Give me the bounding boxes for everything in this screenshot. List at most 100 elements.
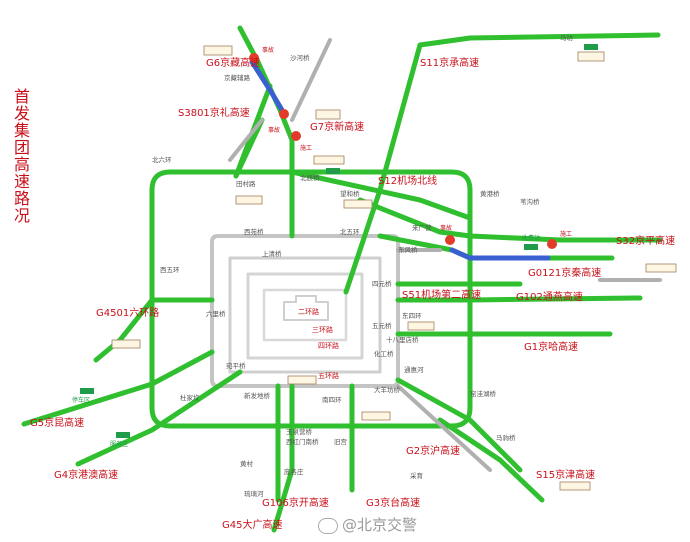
bridge-27: 六里桥: [206, 309, 226, 318]
box-1: [203, 45, 233, 56]
s11: [343, 32, 661, 295]
g6-lower: [271, 383, 295, 533]
bridge-15: 田村路: [236, 179, 256, 188]
label-s32: S32京平高速: [616, 234, 675, 247]
label-g6: G6京藏高速: [206, 56, 260, 69]
bridge-31: 马驹桥: [496, 433, 516, 442]
incident-marker-4: [445, 235, 455, 245]
bridge-17: 来广营: [412, 223, 432, 232]
slow-g6: [249, 59, 285, 113]
bridge-4: 北五环: [340, 228, 360, 236]
sa-chip-1: [584, 44, 598, 50]
bridge-18: 通惠河: [404, 365, 424, 374]
bridge-labels: 西苑桥 上清桥 望和桥 北五环 东风桥 四元桥 五元桥 十八里店桥 化工桥 大羊…: [152, 33, 574, 498]
box-7: [407, 321, 435, 331]
bridge-10: 大羊坊桥: [374, 385, 401, 394]
label-ring3: 三环路: [312, 325, 333, 334]
expressways-nodata: [228, 38, 662, 472]
bridge-26: 北六环: [152, 155, 172, 164]
ring-2-grey: [262, 288, 348, 342]
label-s11: S11京承高速: [420, 56, 479, 69]
label-ring4: 四环路: [318, 341, 339, 350]
bridge-36: 琉璃河: [244, 489, 264, 498]
g2-south: [395, 377, 523, 473]
grey-nw-1: [290, 38, 332, 122]
label-s12: S12机场北线: [378, 174, 437, 187]
sa-chip-3: [524, 244, 538, 250]
bridge-13: 宛平桥: [226, 361, 246, 370]
box-6: [343, 199, 373, 209]
s12-airport-north: [289, 169, 473, 221]
map-title: 首发集团高速路况: [11, 88, 30, 224]
incident-label-4: 事故: [440, 224, 452, 232]
sa-chip-4: [80, 388, 94, 394]
ring-labels: 二环路 三环路 四环路 五环路: [298, 307, 339, 380]
label-ring2: 二环路: [298, 307, 319, 316]
box-9: [111, 339, 141, 349]
label-g102: G102通燕高速: [516, 290, 583, 303]
incident-label-3: 施工: [300, 144, 312, 152]
ring-4-grey: [228, 256, 382, 374]
label-s15: S15京津高速: [536, 468, 595, 481]
box-11: [361, 411, 391, 421]
box-12: [559, 481, 591, 491]
s51: [395, 295, 643, 303]
expressways-clear: [21, 25, 663, 533]
bridge-1: 西苑桥: [244, 227, 264, 236]
label-g3: G3京台高速: [366, 496, 420, 509]
box-3: [577, 51, 605, 62]
road-labels: G6京藏高速 S3801京礼高速 G7京新高速 S11京承高速 S12机场北线 …: [30, 56, 675, 531]
box-10: [287, 375, 317, 385]
expressways-slow: [249, 59, 551, 261]
box-8: [645, 263, 677, 273]
label-g106: G106京开高速: [262, 496, 329, 509]
bridge-2: 上清桥: [262, 249, 282, 258]
label-g2: G2京沪高速: [406, 444, 460, 457]
g5: [21, 349, 215, 427]
incident-marker-5: [547, 239, 557, 249]
airport-second: [357, 197, 473, 239]
incident-marker-2: [279, 109, 289, 119]
bridge-29: 东四环: [402, 311, 422, 320]
label-g4501: G4501六环路: [96, 306, 159, 319]
bridge-3: 望和桥: [340, 189, 360, 198]
incident-labels: 事故 事故 施工 事故 施工: [262, 46, 572, 238]
palace-shape: [283, 295, 329, 321]
incident-marker-1: [249, 53, 259, 63]
sa-label-3: 收费站: [522, 234, 540, 242]
ring-3-grey: [246, 272, 364, 360]
bridge-35: 庞各庄: [284, 467, 304, 476]
bridge-8: 十八里店桥: [386, 335, 419, 344]
box-5: [235, 195, 263, 205]
weibo-icon: [318, 517, 338, 534]
bridge-25: 马坊: [560, 33, 574, 42]
label-g7: G7京新高速: [310, 120, 364, 133]
bridge-16: 北辰桥: [300, 173, 320, 182]
bridge-12: 西红门南桥: [286, 437, 319, 446]
label-ring5: 五环路: [318, 371, 339, 380]
label-g1: G1京哈高速: [524, 340, 578, 353]
bridge-24: 沙河桥: [290, 53, 310, 62]
label-s51: S51机场第二高速: [402, 288, 481, 301]
box-2: [315, 109, 341, 120]
bridge-22: 苇沟桥: [520, 197, 540, 206]
incident-label-5: 施工: [560, 230, 572, 238]
bridge-20: 窑洼湖桥: [470, 389, 497, 398]
label-g0121: G0121京秦高速: [528, 266, 601, 279]
east-s32: [467, 233, 663, 243]
incident-markers: [249, 53, 557, 249]
bridge-32: 旧宫: [334, 437, 347, 446]
incident-marker-3: [291, 131, 301, 141]
watermark-text: @北京交警: [342, 516, 418, 534]
sa-chip-2: [326, 168, 340, 174]
service-area-markers: 服务区 停车区 收费站: [72, 44, 598, 448]
bridge-34: 黄村: [240, 459, 254, 468]
slow-g0121: [449, 247, 551, 261]
sa-chip-5: [116, 432, 130, 438]
bridge-30: 西五环: [160, 266, 180, 274]
label-g5: G5京昆高速: [30, 416, 84, 429]
box-4: [313, 155, 345, 165]
bridge-11: 玉泉营桥: [286, 427, 313, 436]
bridge-5: 东风桥: [398, 245, 418, 254]
